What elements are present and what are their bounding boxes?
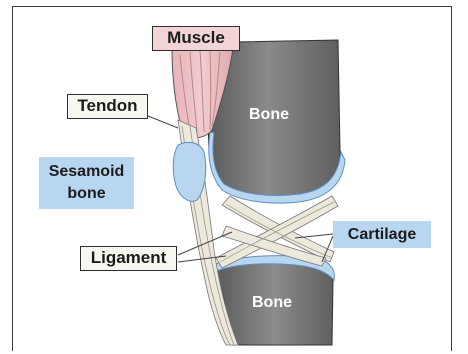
upper-bone-label: Bone bbox=[244, 106, 294, 124]
sesamoid-label-line1: Sesamoid bbox=[39, 161, 134, 183]
sesamoid-bone-label: Sesamoid bone bbox=[39, 157, 134, 209]
ligament-label: Ligament bbox=[80, 246, 177, 271]
sesamoid-label-line2: bone bbox=[39, 183, 134, 205]
muscle-label: Muscle bbox=[152, 26, 240, 51]
lower-bone-label: Bone bbox=[247, 294, 297, 312]
sesamoid-bone bbox=[173, 142, 206, 201]
cartilage-label: Cartilage bbox=[333, 221, 431, 248]
tendon-label: Tendon bbox=[67, 94, 148, 119]
